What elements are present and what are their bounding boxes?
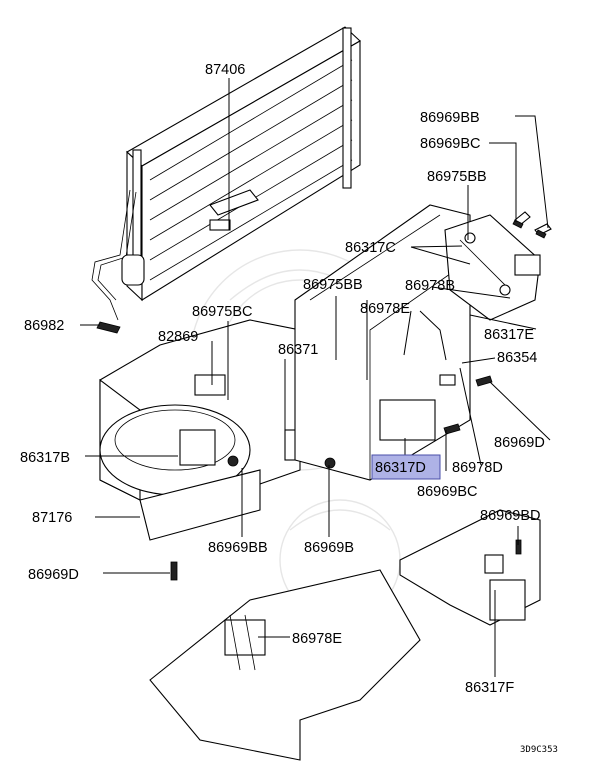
label-86317E[interactable]: 86317E — [484, 327, 534, 343]
label-86317D[interactable]: 86317D — [375, 460, 426, 476]
label-82869[interactable]: 82869 — [158, 329, 198, 345]
label-86354[interactable]: 86354 — [497, 350, 537, 366]
label-86975BB-top[interactable]: 86975BB — [427, 169, 487, 185]
label-86969BB-bottom[interactable]: 86969BB — [208, 540, 268, 556]
label-86969BC-mid[interactable]: 86969BC — [417, 484, 477, 500]
condenser-87406 — [91, 26, 361, 321]
label-86975BC[interactable]: 86975BC — [192, 304, 252, 320]
label-86982[interactable]: 86982 — [24, 318, 64, 334]
label-86371[interactable]: 86371 — [278, 342, 318, 358]
label-86317B[interactable]: 86317B — [20, 450, 70, 466]
label-86969BD[interactable]: 86969BD — [480, 508, 540, 524]
label-86969BB-top[interactable]: 86969BB — [420, 110, 480, 126]
label-86978E-top[interactable]: 86978E — [360, 301, 410, 317]
instrument-panel-lower — [149, 569, 421, 761]
label-86969B[interactable]: 86969B — [304, 540, 354, 556]
label-87176[interactable]: 87176 — [32, 510, 72, 526]
label-86978E-bottom[interactable]: 86978E — [292, 631, 342, 647]
label-86317C[interactable]: 86317C — [345, 240, 396, 256]
diagram-code: 3D9C353 — [520, 745, 558, 755]
label-86317F[interactable]: 86317F — [465, 680, 514, 696]
label-86978D[interactable]: 86978D — [452, 460, 503, 476]
vent-duct-86317F — [399, 509, 541, 626]
highlight-86317D — [371, 454, 441, 480]
label-86978B[interactable]: 86978B — [405, 278, 455, 294]
label-87406[interactable]: 87406 — [205, 62, 245, 78]
fasteners — [96, 219, 547, 581]
label-86969D-right[interactable]: 86969D — [494, 435, 545, 451]
part-labels: 87406 86969BB 86969BC 86975BB 86317C 869… — [20, 62, 558, 755]
leader-lines — [80, 78, 551, 677]
label-86975BB-mid[interactable]: 86975BB — [303, 277, 363, 293]
label-86969D-left[interactable]: 86969D — [28, 567, 79, 583]
label-86969BC-top[interactable]: 86969BC — [420, 136, 480, 152]
blower-unit — [99, 204, 471, 541]
